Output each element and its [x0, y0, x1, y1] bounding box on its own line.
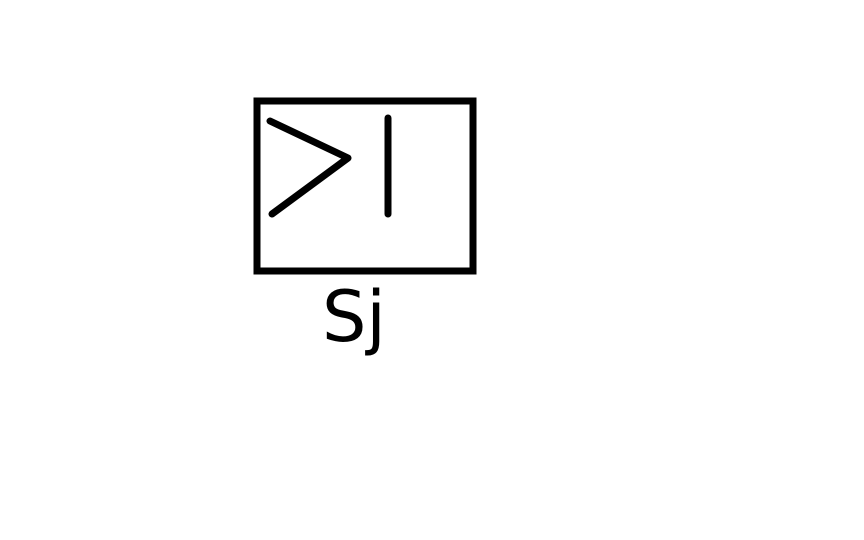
symbol-label: Sj: [322, 276, 386, 358]
greater-than-threshold-symbol-icon: [253, 97, 477, 275]
greater-than-mark: [266, 117, 352, 218]
symbol-box: [253, 97, 477, 275]
